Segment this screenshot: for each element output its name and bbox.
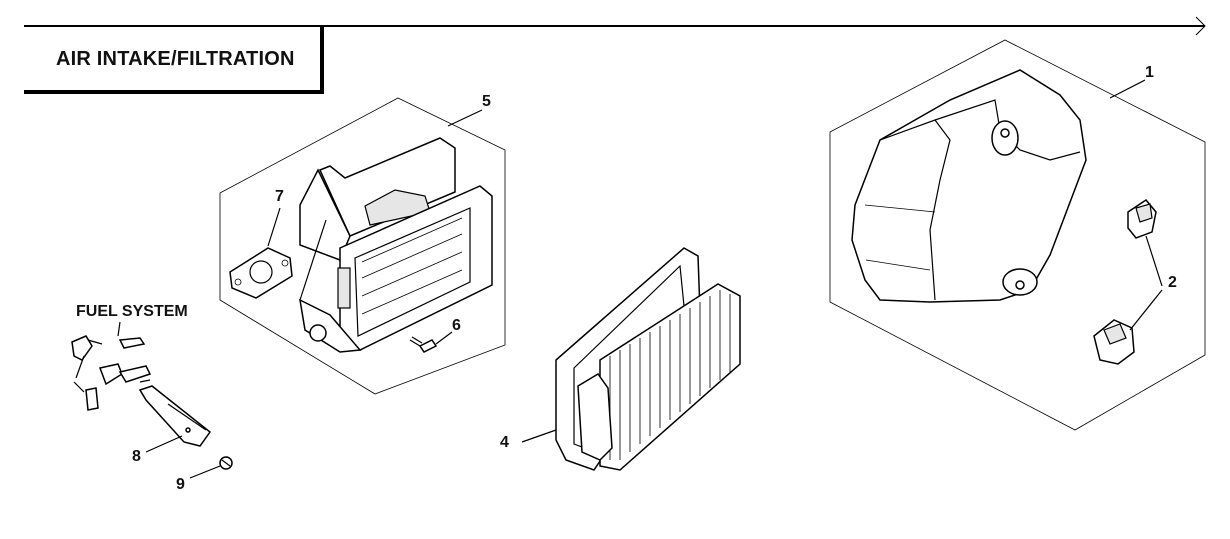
part-1-group-hexagon: [829, 39, 1206, 431]
leader-fuel-system: [117, 321, 121, 337]
callout-4[interactable]: 4: [500, 434, 509, 451]
fuel-system-parts[interactable]: [71, 335, 152, 411]
callout-5[interactable]: 5: [482, 93, 491, 110]
leader-8: [145, 435, 183, 453]
part-5-group-hexagon: [219, 97, 506, 395]
leader-1: [1109, 79, 1146, 99]
callout-9[interactable]: 9: [176, 476, 185, 493]
screw-part-6[interactable]: [409, 336, 438, 353]
leader-4: [521, 429, 557, 443]
callout-8[interactable]: 8: [132, 448, 141, 465]
leader-2-lower: [1129, 289, 1163, 331]
diagram-title: AIR INTAKE/FILTRATION: [56, 48, 295, 70]
bracket-part-8[interactable]: [138, 385, 212, 447]
screw-part-9[interactable]: [219, 456, 233, 470]
leader-9: [189, 465, 221, 479]
leader-5: [447, 109, 483, 127]
cover-knob-part-2-upper[interactable]: [1127, 199, 1157, 239]
callout-6[interactable]: 6: [452, 317, 461, 334]
fuel-system-label: FUEL SYSTEM: [76, 303, 188, 320]
air-filter-element-part-4[interactable]: [555, 247, 741, 471]
callout-7[interactable]: 7: [275, 188, 284, 205]
title-box: [24, 26, 324, 94]
leader-2-upper: [1145, 235, 1163, 287]
cover-knob-part-2-lower[interactable]: [1093, 319, 1135, 365]
air-filter-cover-part-1[interactable]: [851, 69, 1087, 303]
gasket-part-7[interactable]: [229, 247, 293, 299]
leader-7: [267, 207, 281, 247]
air-filter-base-part-5[interactable]: [299, 137, 493, 353]
leader-6: [435, 331, 453, 345]
callout-2[interactable]: 2: [1168, 274, 1177, 291]
callout-1[interactable]: 1: [1145, 64, 1154, 81]
corner-tick: [1195, 16, 1206, 36]
